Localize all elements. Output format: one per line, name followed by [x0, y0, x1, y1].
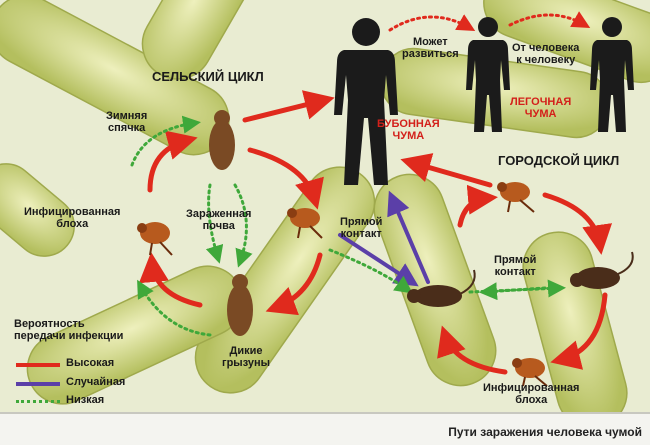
human-bubonic [334, 18, 398, 185]
rural-cycle-label: СЕЛЬСКИЙ ЦИКЛ [152, 69, 264, 84]
bubonic-plague-label: БУБОННАЯ ЧУМА [377, 118, 440, 142]
rat-center [407, 269, 476, 307]
human-middle [466, 17, 510, 132]
legend-low-line [16, 400, 60, 403]
can-develop-label: Может развиться [402, 36, 459, 60]
direct-contact-center-label: Прямой контакт [340, 216, 383, 240]
infected-flea-bottom-label: Инфицированная блоха [483, 382, 580, 406]
rat-right [570, 251, 634, 289]
flea-bottom [512, 358, 548, 387]
urban-cycle-label: ГОРОДСКОЙ ЦИКЛ [498, 153, 620, 168]
top-dotted-arrows [388, 11, 591, 32]
legend-high-line [16, 363, 60, 367]
human-pneumonic [590, 17, 634, 132]
random-probability-arrows [338, 190, 430, 287]
flea-center [287, 208, 323, 239]
legend-title: Вероятность передачи инфекции [14, 318, 124, 342]
flea-left [137, 222, 173, 256]
pneumonic-plague-label: ЛЕГОЧНАЯ ЧУМА [510, 96, 572, 120]
high-probability-arrows [138, 90, 613, 375]
low-probability-arrows [130, 115, 566, 337]
infected-soil-label: Зараженная почва [186, 208, 252, 232]
human-to-human-label: От человека к человеку [512, 42, 580, 66]
wild-rodents-label: Дикие грызуны [222, 345, 271, 369]
figure-caption: Пути заражения человека чумой [448, 425, 642, 439]
legend-random-line [16, 382, 60, 386]
legend-high-label: Высокая [66, 357, 115, 369]
legend-low-label: Низкая [66, 394, 105, 406]
caption-bar: Пути заражения человека чумой [0, 412, 650, 445]
marmot-bottom [227, 274, 253, 336]
marmot-top [209, 110, 235, 170]
legend-random-label: Случайная [66, 376, 126, 388]
hibernation-label: Зимняя спячка [106, 110, 148, 134]
direct-contact-right-label: Прямой контакт [494, 254, 537, 278]
infected-flea-left-label: Инфицированная блоха [24, 206, 121, 230]
flea-right [497, 182, 535, 213]
